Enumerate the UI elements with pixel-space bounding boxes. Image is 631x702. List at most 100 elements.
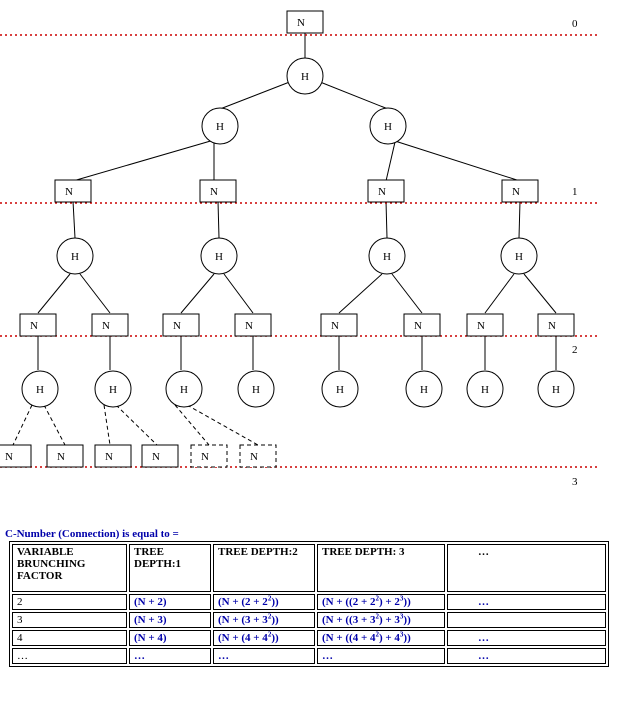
depth3-part: (N + ((3 + 3 <box>322 614 376 626</box>
tree-edge <box>72 200 76 239</box>
n-node-box <box>94 444 132 468</box>
factor-cell: … <box>12 648 127 664</box>
dashed-edge <box>43 404 66 446</box>
dashed-edge <box>174 404 210 446</box>
table-row: 3 (N + 3) (N + (3 + 32)) (N + ((3 + 32) … <box>12 612 606 628</box>
n-node: N <box>466 313 504 337</box>
depth3-part: ) + 2 <box>378 596 400 608</box>
n-node: N <box>141 444 179 468</box>
n-node-label: N <box>477 320 485 332</box>
n-node-label: N <box>297 17 305 29</box>
h-node-circle <box>56 237 94 275</box>
depth3-part: (N + ((2 + 2 <box>322 596 376 608</box>
h-node-label: H <box>384 121 392 133</box>
depth2-part: )) <box>271 632 279 644</box>
h-node: H <box>237 370 275 408</box>
tree-edge <box>385 141 396 182</box>
table-row: 4 (N + 4) (N + (4 + 42)) (N + ((4 + 42) … <box>12 630 606 646</box>
h-node: H <box>94 370 132 408</box>
tree-edge <box>338 273 383 314</box>
more-cell: … <box>447 594 606 610</box>
pending-n-node: N <box>190 444 228 468</box>
n-node-label: N <box>250 451 258 463</box>
n-node-box <box>91 313 129 337</box>
n-node-label: N <box>378 186 386 198</box>
tree-edge <box>72 139 215 182</box>
depth3-part: ) + 3 <box>378 614 400 626</box>
depth3-cell: (N + ((3 + 32) + 33)) <box>317 612 445 628</box>
h-node-label: H <box>336 384 344 396</box>
n-node-box <box>190 444 228 468</box>
tree-edge <box>385 200 388 239</box>
header-tree-depth-3: TREE DEPTH: 3 <box>317 544 445 592</box>
depth3-exponent: 3 <box>399 630 404 639</box>
h-node: H <box>21 370 59 408</box>
h-node: H <box>201 107 239 145</box>
n-node: N <box>91 313 129 337</box>
h-node-label: H <box>420 384 428 396</box>
tree-edge <box>217 200 220 239</box>
depth2-part: (N + (3 + 3 <box>218 614 268 626</box>
tree-edge <box>484 273 515 314</box>
n-node-label: N <box>414 320 422 332</box>
h-node: H <box>368 237 406 275</box>
h-node-circle <box>368 237 406 275</box>
n-node-box <box>141 444 179 468</box>
n-node-box <box>286 10 324 34</box>
header-variable-branching-factor: VARIABLE BRUNCHING FACTOR <box>12 544 127 592</box>
depth3-exponent: 3 <box>399 612 404 621</box>
tree-edge <box>180 273 215 314</box>
more-cell: … <box>447 630 606 646</box>
h-node-label: H <box>36 384 44 396</box>
h-node-circle <box>21 370 59 408</box>
depth-label: 3 <box>572 476 578 488</box>
depth-label: 0 <box>572 18 578 30</box>
factor-cell: 2 <box>12 594 127 610</box>
n-node: N <box>19 313 57 337</box>
depth2-cell: … <box>213 648 315 664</box>
h-node: H <box>369 107 407 145</box>
n-node-box <box>501 179 539 203</box>
factor-cell: 4 <box>12 630 127 646</box>
table-row: 2 (N + 2) (N + (2 + 22)) (N + ((2 + 22) … <box>12 594 606 610</box>
depth2-exponent: 2 <box>267 594 272 603</box>
depth3-exponent: 2 <box>375 612 379 621</box>
depth2-part: (N + (4 + 4 <box>218 632 268 644</box>
n-node-box <box>162 313 200 337</box>
depth3-exponent: 2 <box>375 594 379 603</box>
factor-cell: 3 <box>12 612 127 628</box>
tree-edge <box>523 273 557 314</box>
h-node: H <box>321 370 359 408</box>
h-node: H <box>56 237 94 275</box>
depth-label: 2 <box>572 344 578 356</box>
n-node-label: N <box>548 320 556 332</box>
depth2-cell: (N + (4 + 42)) <box>213 630 315 646</box>
depth2-exponent: 2 <box>267 630 272 639</box>
n-node-label: N <box>173 320 181 332</box>
tree-edge <box>223 273 254 314</box>
n-node: N <box>286 10 324 34</box>
h-node-label: H <box>216 121 224 133</box>
h-node-circle <box>369 107 407 145</box>
pending-n-node: N <box>239 444 277 468</box>
n-node-label: N <box>65 186 73 198</box>
h-node: H <box>466 370 504 408</box>
depth2-part: )) <box>271 596 279 608</box>
n-node: N <box>403 313 441 337</box>
h-node-circle <box>466 370 504 408</box>
n-node: N <box>162 313 200 337</box>
n-node-box <box>466 313 504 337</box>
n-node-box <box>320 313 358 337</box>
tree-edge <box>394 140 521 182</box>
h-node-label: H <box>383 251 391 263</box>
n-node-label: N <box>152 451 160 463</box>
n-node-box <box>46 444 84 468</box>
h-node-circle <box>500 237 538 275</box>
n-node-box <box>239 444 277 468</box>
tree-edge <box>37 273 71 314</box>
n-node: N <box>537 313 575 337</box>
h-node-label: H <box>71 251 79 263</box>
depth2-cell: (N + (3 + 32)) <box>213 612 315 628</box>
h-node-label: H <box>481 384 489 396</box>
n-node-box <box>234 313 272 337</box>
